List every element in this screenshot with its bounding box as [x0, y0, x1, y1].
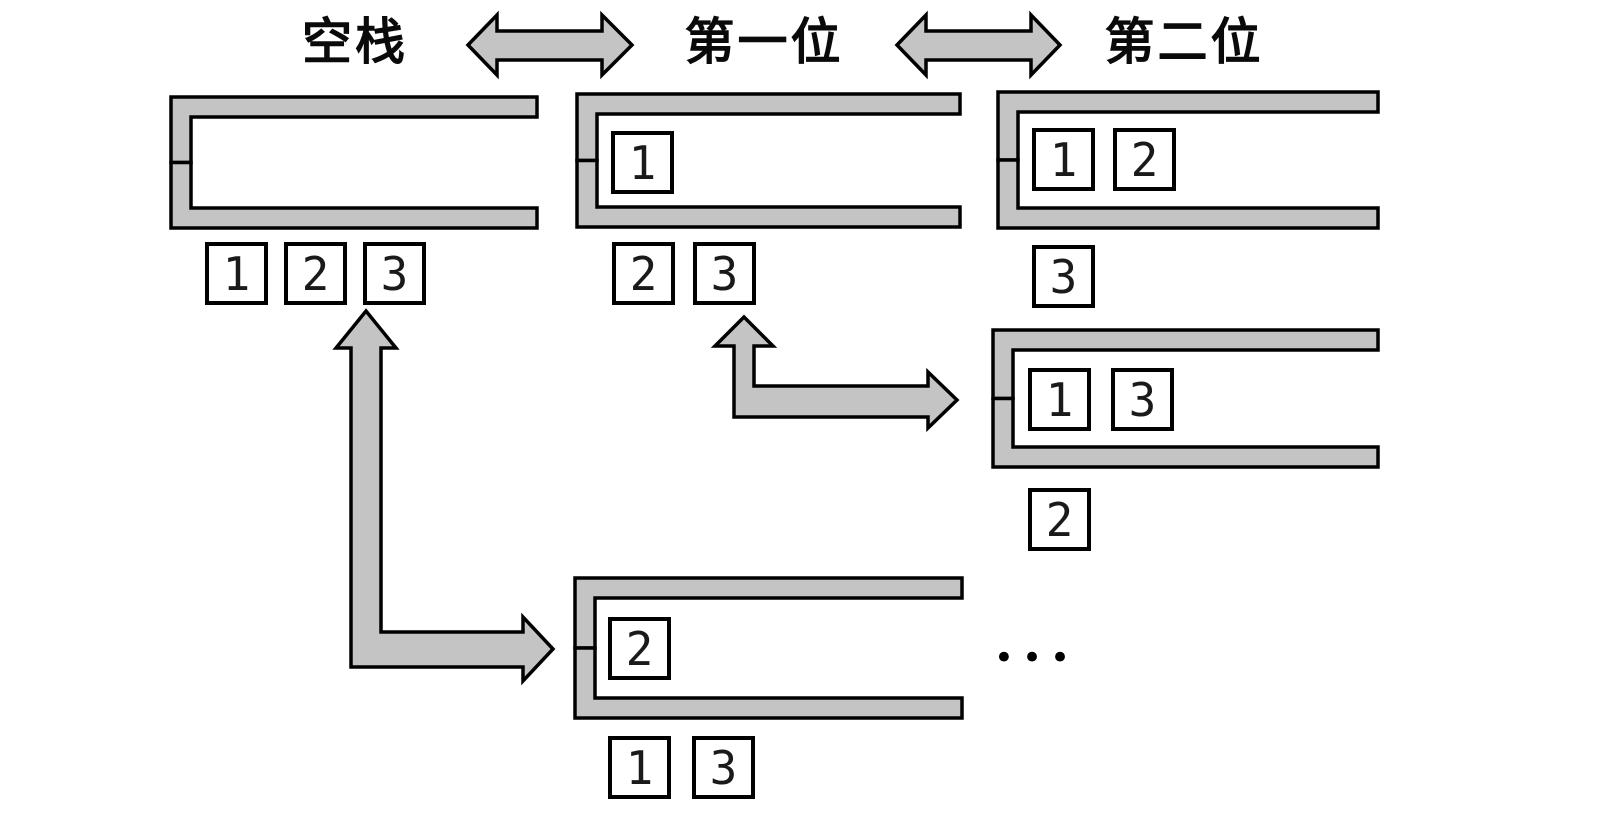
stack-item-box: 1 [1028, 368, 1091, 431]
pending-box: 2 [612, 242, 675, 305]
elbow-arrow-icon-left [332, 308, 556, 686]
stack-second-13-bottom-shape [991, 396, 1380, 469]
header-second-digit: 第二位 [1104, 12, 1264, 71]
header-first-digit: 第一位 [684, 12, 844, 71]
pending-box: 1 [205, 242, 268, 305]
stack-first-bottom-shape [575, 158, 962, 229]
elbow-arrow-icon-middle [710, 314, 960, 433]
pending-box: 1 [608, 736, 671, 799]
stack-item-box: 2 [1113, 128, 1176, 191]
pending-box: 3 [693, 242, 756, 305]
stack-empty-bottom-shape [169, 160, 539, 230]
double-arrow-icon-2 [894, 10, 1063, 80]
pending-box: 3 [692, 736, 755, 799]
stack-empty-top-shape [169, 95, 539, 165]
more-states-ellipsis: ••• [993, 638, 1079, 678]
double-arrow-icon-1 [465, 10, 635, 80]
pending-box: 3 [363, 242, 426, 305]
stack-item-box: 1 [611, 131, 674, 194]
stack-push2-bottom-shape [573, 646, 964, 720]
pending-box: 2 [284, 242, 347, 305]
header-empty-stack: 空栈 [302, 12, 408, 71]
stack-item-box: 3 [1111, 368, 1174, 431]
stack-item-box: 2 [608, 617, 671, 680]
pending-box: 3 [1032, 245, 1095, 308]
stack-item-box: 1 [1032, 128, 1095, 191]
stack-second-12-bottom-shape [996, 158, 1380, 230]
pending-box: 2 [1028, 488, 1091, 551]
